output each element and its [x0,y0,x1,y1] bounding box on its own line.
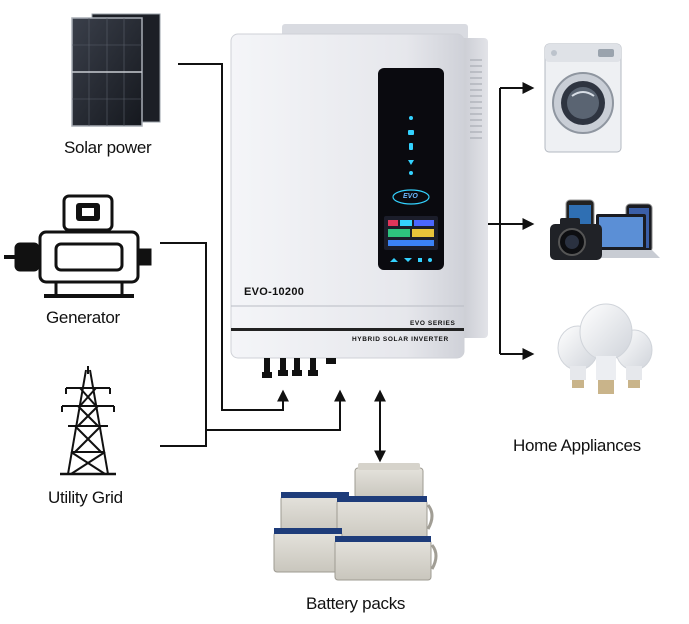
inverter-subtitle-label: HYBRID SOLAR INVERTER [352,336,449,343]
generator-label: Generator [46,308,120,327]
light-bulb-icon [557,303,653,394]
lcd-segments [388,220,434,246]
generator-icon [4,194,152,298]
solar-wire [178,63,289,411]
home-appliances-label: Home Appliances [513,436,641,455]
generator-wire [160,242,207,430]
connection-lines [160,63,535,463]
electronics-icon [550,199,660,260]
solar-panel-icon [71,13,161,127]
battery-icon [273,463,438,581]
status-indicator-icons [408,116,414,175]
inverter-series-label: EVO SERIES [410,320,456,327]
utility-grid-label: Utility Grid [48,488,123,507]
brand-logo-icon [392,189,430,205]
inverter-unit [230,24,488,378]
cable-terminals [262,358,336,378]
inverter-brand-label: EVO [403,193,418,200]
power-tower-icon [60,366,116,476]
battery-packs-label: Battery packs [306,594,406,613]
washing-machine-icon [544,43,622,153]
control-buttons [390,258,432,262]
inverter-model-label: EVO-10200 [244,286,305,298]
grid-wire [160,389,346,447]
solar-power-label: Solar power [64,138,152,157]
